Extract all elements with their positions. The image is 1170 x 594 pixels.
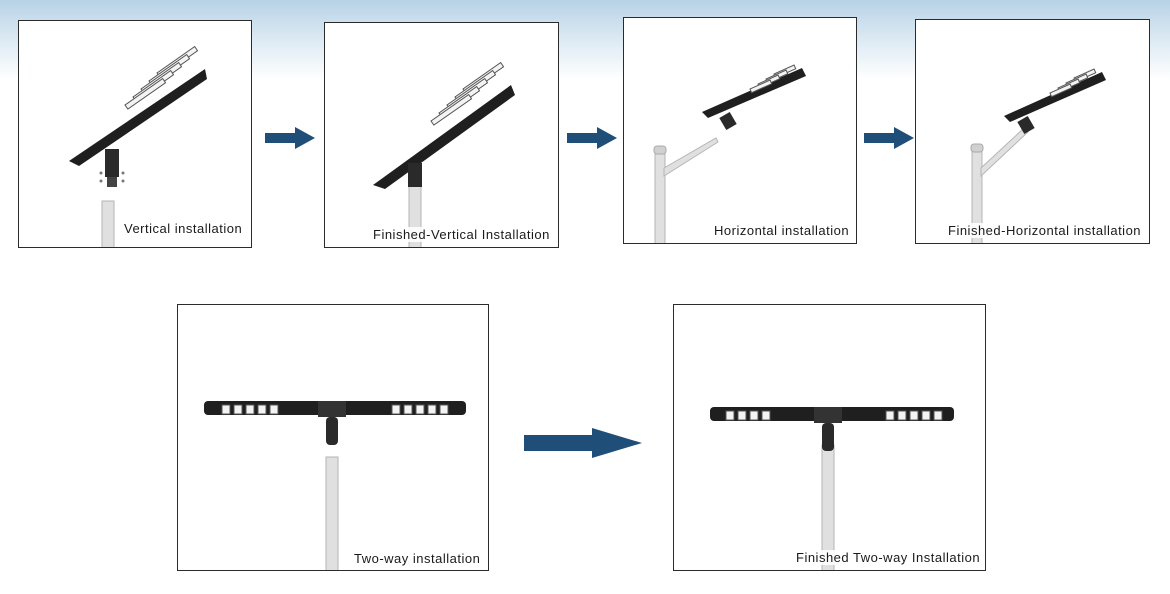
step-caption: Two-way installation [352, 551, 483, 566]
step-panel-two-way: Two-way installation [177, 304, 489, 571]
step-panel-finished-two-way: Finished Two-way Installation [673, 304, 986, 571]
arrow-right-icon [524, 428, 642, 458]
arrow-right-icon [265, 127, 315, 149]
lamp-illustration-finished-vertical [373, 61, 515, 247]
step-caption: Horizontal installation [712, 223, 852, 238]
step-caption: Finished-Vertical Installation [371, 227, 552, 242]
arrow-right-icon [567, 127, 617, 149]
lamp-illustration-finished-two-way [710, 407, 954, 570]
lamp-illustration-vertical [69, 45, 207, 247]
arrow-right-icon [864, 127, 914, 149]
step-panel-vertical: Vertical installation [18, 20, 252, 248]
step-panel-finished-horizontal: Finished-Horizontal installation [915, 19, 1150, 244]
lamp-illustration-finished-horizontal [970, 68, 1106, 243]
step-caption: Finished Two-way Installation [794, 550, 983, 565]
lamp-illustration-horizontal [653, 64, 806, 243]
step-caption: Finished-Horizontal installation [946, 223, 1144, 238]
step-panel-horizontal: Horizontal installation [623, 17, 857, 244]
lamp-illustration-two-way [204, 401, 466, 570]
step-panel-finished-vertical: Finished-Vertical Installation [324, 22, 559, 248]
step-caption: Vertical installation [122, 221, 245, 236]
